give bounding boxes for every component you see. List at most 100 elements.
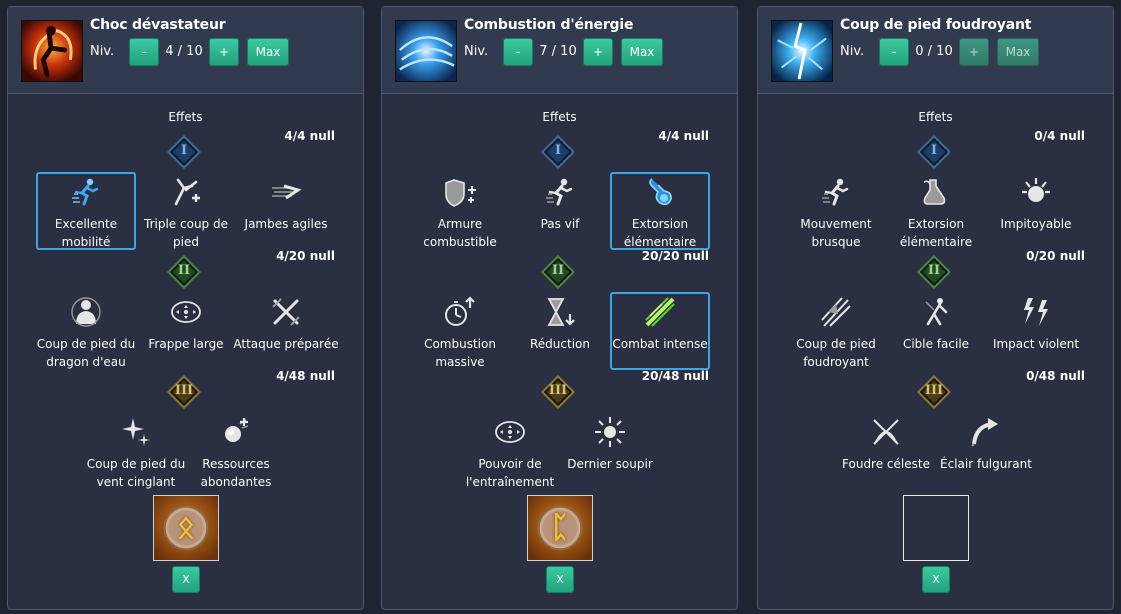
tier-numeral: III xyxy=(174,383,194,398)
trait-name: Pouvoir de l'entraînement xyxy=(465,457,555,489)
trait-option[interactable]: Frappe large xyxy=(136,292,236,370)
trait-option[interactable]: Impact violent xyxy=(986,292,1086,370)
trait-name: Armure combustible xyxy=(423,217,497,249)
orange-rune-icon: ᛈ xyxy=(528,496,592,560)
orb-plus-icon xyxy=(220,416,252,448)
trait-name: Jambes agiles xyxy=(244,217,328,231)
trait-name: Réduction xyxy=(530,337,590,351)
lightning-kick-icon xyxy=(771,20,833,82)
trait-option[interactable]: Triple coup de pied xyxy=(136,172,236,250)
trait-option[interactable]: Combat intense xyxy=(610,292,710,370)
trait-name: Triple coup de pied xyxy=(144,217,228,249)
level-max-button[interactable]: Max xyxy=(997,38,1039,66)
tier-2-counter: 4/20 null xyxy=(276,249,335,263)
target-figure-icon xyxy=(920,296,952,328)
level-increase-button[interactable]: + xyxy=(583,38,613,66)
trait-option[interactable]: Coup de pied foudroyant xyxy=(786,292,886,370)
sprint-icon xyxy=(70,176,102,208)
trait-name: Impact violent xyxy=(992,337,1080,351)
trait-option[interactable]: Réduction xyxy=(510,292,610,370)
trait-option[interactable]: Excellente mobilité xyxy=(36,172,136,250)
trait-option[interactable]: Pas vif xyxy=(510,172,610,250)
tier-1-counter: 0/4 null xyxy=(1034,129,1085,143)
tier-numeral: II xyxy=(177,263,191,278)
level-decrease-button[interactable]: - xyxy=(879,38,909,66)
trait-name: Ressources abondantes xyxy=(200,457,272,489)
trait-option[interactable]: Mouvement brusque xyxy=(786,172,886,250)
sun-burst-icon xyxy=(594,416,626,448)
effects-title: Effets xyxy=(918,110,953,124)
trait-name: Dernier soupir xyxy=(567,457,653,471)
hourglass-down-icon xyxy=(544,296,576,328)
trait-option[interactable]: Ressources abondantes xyxy=(186,412,286,490)
remove-rune-button[interactable]: X xyxy=(922,566,950,593)
trait-name: Extorsion élémentaire xyxy=(899,217,973,249)
trait-option[interactable]: Impitoyable xyxy=(986,172,1086,250)
trait-name: Extorsion élémentaire xyxy=(623,217,697,249)
trait-name: Coup de pied du dragon d'eau xyxy=(36,337,136,369)
tier-numeral: I xyxy=(554,143,562,158)
level-max-button[interactable]: Max xyxy=(621,38,663,66)
tier-1-badge: I xyxy=(169,137,199,167)
level-increase-button[interactable]: + xyxy=(959,38,989,66)
level-label: Niv. xyxy=(90,44,115,59)
trait-option[interactable]: Jambes agiles xyxy=(236,172,336,250)
skill-header: Choc dévastateur Niv. - 4 / 10 + Max xyxy=(8,7,363,94)
trait-option[interactable]: Éclair fulgurant xyxy=(936,412,1036,490)
skill-header: Coup de pied foudroyant Niv. - 0 / 10 + … xyxy=(758,7,1113,94)
trait-name: Foudre céleste xyxy=(842,457,930,471)
remove-rune-button[interactable]: X xyxy=(546,566,574,593)
agile-legs-icon xyxy=(270,176,302,208)
level-value: 0 / 10 xyxy=(915,44,953,59)
rune-slot[interactable]: ᛈ xyxy=(527,495,593,561)
trait-option[interactable]: Extorsion élémentaire xyxy=(886,172,986,250)
level-increase-button[interactable]: + xyxy=(209,38,239,66)
tier-numeral: I xyxy=(180,143,188,158)
trait-option[interactable]: Combustion massive xyxy=(410,292,510,370)
skill-title: Combustion d'énergie xyxy=(464,17,634,33)
level-decrease-button[interactable]: - xyxy=(129,38,159,66)
remove-rune-button[interactable]: X xyxy=(172,566,200,593)
level-max-button[interactable]: Max xyxy=(247,38,289,66)
trait-name: Coup de pied du vent cinglant xyxy=(86,457,186,489)
trait-option[interactable]: Extorsion élémentaire xyxy=(610,172,710,250)
tier-3-counter: 0/48 null xyxy=(1026,369,1085,383)
wide-strike-icon xyxy=(494,416,526,448)
rune-slot[interactable]: ᛟ xyxy=(153,495,219,561)
trait-name: Combat intense xyxy=(612,337,708,351)
crossed-swords-icon xyxy=(270,296,302,328)
trait-name: Pas vif xyxy=(540,217,580,231)
trait-name: Impitoyable xyxy=(1000,217,1072,231)
trait-name: Excellente mobilité xyxy=(54,217,118,249)
tier-1-counter: 4/4 null xyxy=(658,129,709,143)
tier-1-badge: I xyxy=(919,137,949,167)
rune-glyph: ᛈ xyxy=(551,510,569,545)
tier-1-counter: 4/4 null xyxy=(284,129,335,143)
tier-2-badge: II xyxy=(543,257,573,287)
water-dragon-icon xyxy=(70,296,102,328)
trait-option[interactable]: Attaque préparée xyxy=(233,292,339,370)
fire-kick-icon xyxy=(21,20,83,82)
curved-arrow-icon xyxy=(970,416,1002,448)
trait-option[interactable]: Pouvoir de l'entraînement xyxy=(460,412,560,490)
sparkle-burst-icon xyxy=(120,416,152,448)
level-decrease-button[interactable]: - xyxy=(503,38,533,66)
trait-option[interactable]: Foudre céleste xyxy=(836,412,936,490)
green-slash-icon xyxy=(644,296,676,328)
wide-strike-icon xyxy=(170,296,202,328)
rune-slot[interactable] xyxy=(903,495,969,561)
shield-plus-icon xyxy=(444,176,476,208)
tier-numeral: III xyxy=(548,383,568,398)
tier-2-badge: II xyxy=(169,257,199,287)
trait-option[interactable]: Coup de pied du vent cinglant xyxy=(86,412,186,490)
tier-1-badge: I xyxy=(543,137,573,167)
fist-burst-icon xyxy=(1020,176,1052,208)
trait-option[interactable]: Cible facile xyxy=(886,292,986,370)
trait-name: Attaque préparée xyxy=(233,337,339,351)
triple-kick-icon xyxy=(170,176,202,208)
trait-name: Coup de pied foudroyant xyxy=(796,337,876,369)
trait-option[interactable]: Dernier soupir xyxy=(560,412,660,490)
trait-option[interactable]: Armure combustible xyxy=(410,172,510,250)
trait-option[interactable]: Coup de pied du dragon d'eau xyxy=(36,292,136,370)
skill-header: Combustion d'énergie Niv. - 7 / 10 + Max xyxy=(382,7,737,94)
